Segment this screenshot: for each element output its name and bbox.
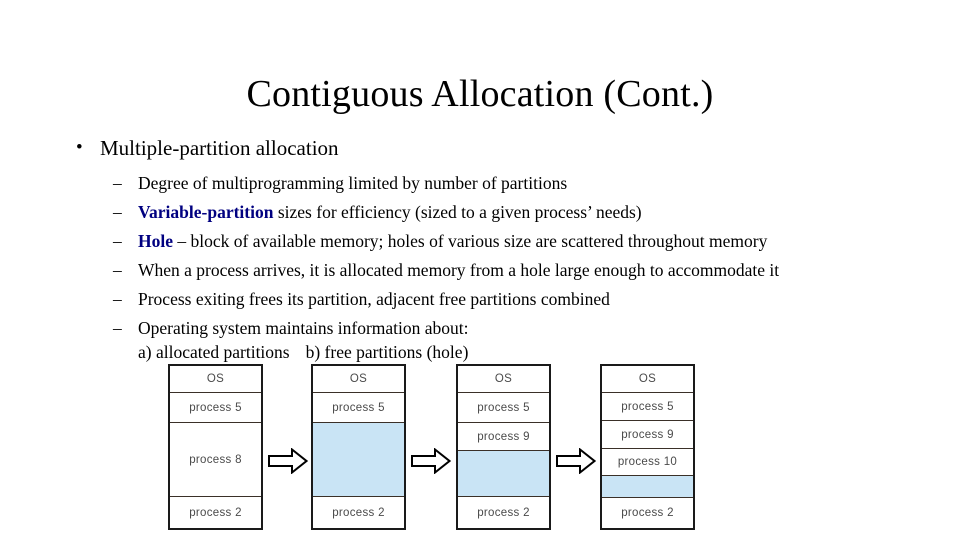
memory-block-process-5: process 5	[458, 393, 549, 423]
page-title: Contiguous Allocation (Cont.)	[246, 73, 714, 115]
memory-block-process-9: process 9	[602, 421, 693, 449]
bullet-text: Operating system maintains information a…	[138, 318, 469, 338]
dash-icon: –	[113, 202, 122, 222]
subline-free: b) free partitions (hole)	[305, 342, 469, 362]
dash-icon: –	[113, 318, 122, 338]
keyword-hole: Hole	[138, 231, 173, 251]
memory-block-process-2: process 2	[170, 497, 261, 528]
memory-column-state-1: OS process 5 process 8 process 2	[168, 364, 263, 530]
memory-column-state-2: OS process 5 process 2	[311, 364, 406, 530]
bullet-item-degree: – Degree of multiprogramming limited by …	[0, 171, 960, 195]
transition-arrow-3	[556, 448, 596, 474]
memory-block-process-9: process 9	[458, 423, 549, 451]
bullet-item-os-maintains: – Operating system maintains information…	[0, 316, 960, 364]
dash-icon: –	[113, 173, 122, 193]
bullet-level1: • Multiple-partition allocation	[0, 134, 960, 165]
memory-block-process-5: process 5	[313, 393, 404, 423]
memory-column-state-3: OS process 5 process 9 process 2	[456, 364, 551, 530]
memory-column-state-4: OS process 5 process 9 process 10 proces…	[600, 364, 695, 530]
memory-block-process-10: process 10	[602, 449, 693, 476]
keyword-variable-partition: Variable-partition	[138, 202, 274, 222]
bullet-item-hole: – Hole – block of available memory; hole…	[0, 229, 960, 253]
memory-block-hole	[313, 423, 404, 497]
transition-arrow-1	[268, 448, 308, 474]
bullet-level1-text: Multiple-partition allocation	[100, 136, 339, 160]
bullet-list: • Multiple-partition allocation – Degree…	[0, 134, 960, 364]
bullet-subline: a) allocated partitions b) free partition…	[138, 340, 960, 364]
subline-allocated: a) allocated partitions	[138, 342, 290, 362]
memory-block-hole	[602, 476, 693, 498]
bullet-text: Process exiting frees its partition, adj…	[138, 289, 610, 309]
memory-block-os: OS	[458, 366, 549, 393]
memory-block-process-8: process 8	[170, 423, 261, 497]
memory-block-process-5: process 5	[170, 393, 261, 423]
bullet-text: When a process arrives, it is allocated …	[138, 260, 780, 280]
memory-block-hole	[458, 451, 549, 497]
dash-icon: –	[113, 231, 122, 251]
memory-block-os: OS	[602, 366, 693, 393]
memory-block-process-2: process 2	[313, 497, 404, 528]
bullet-item-exiting: – Process exiting frees its partition, a…	[0, 287, 960, 311]
bullet-text: – block of available memory; holes of va…	[173, 231, 768, 251]
memory-block-process-5: process 5	[602, 393, 693, 421]
bullet-dot-icon: •	[76, 137, 83, 158]
transition-arrow-2	[411, 448, 451, 474]
dash-icon: –	[113, 260, 122, 280]
memory-block-process-2: process 2	[458, 497, 549, 528]
memory-block-process-2: process 2	[602, 498, 693, 528]
memory-block-os: OS	[170, 366, 261, 393]
bullet-item-variable-partition: – Variable-partition sizes for efficienc…	[0, 200, 960, 224]
bullet-text: Degree of multiprogramming limited by nu…	[138, 173, 568, 193]
dash-icon: –	[113, 289, 122, 309]
memory-block-os: OS	[313, 366, 404, 393]
bullet-text: sizes for efficiency (sized to a given p…	[273, 202, 642, 222]
bullet-item-arrives: – When a process arrives, it is allocate…	[0, 258, 960, 282]
